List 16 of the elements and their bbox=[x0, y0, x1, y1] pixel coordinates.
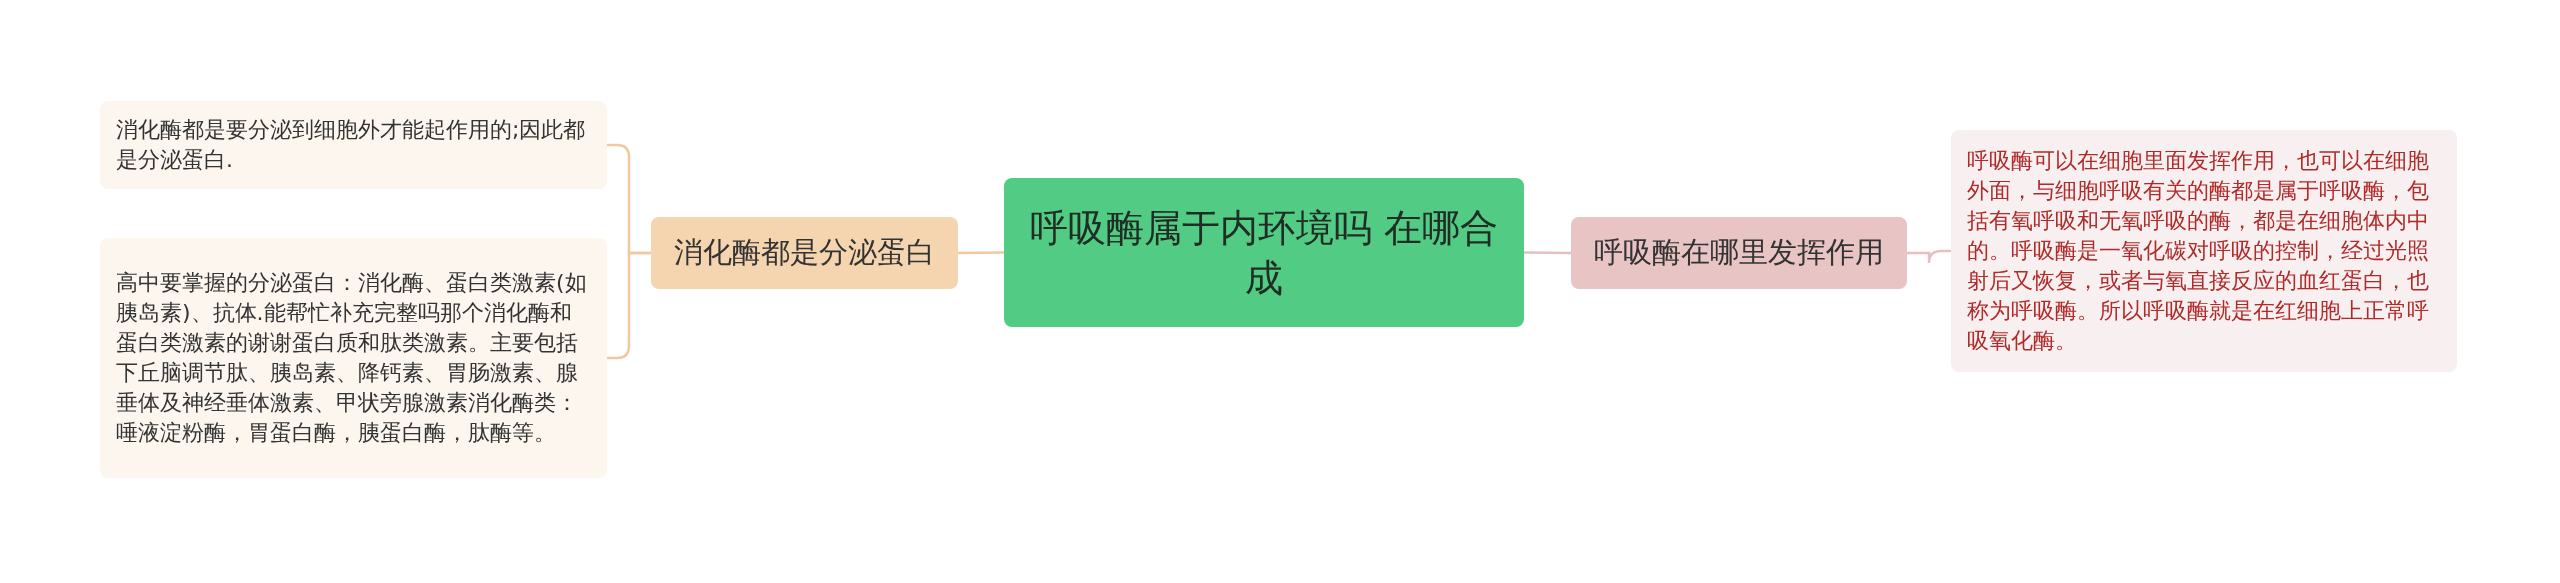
branch-box bbox=[1571, 217, 1907, 289]
connector-line bbox=[1907, 249, 1951, 265]
node-text: 呼吸酶在哪里发挥作用 bbox=[1593, 234, 1885, 272]
note-box bbox=[1951, 130, 2457, 372]
connector-line bbox=[607, 251, 651, 360]
node-text: 呼吸酶属于内环境吗 在哪合成 bbox=[1028, 204, 1500, 302]
node-text: 消化酶都是分泌蛋白 bbox=[673, 234, 936, 272]
node-text: 消化酶都是要分泌到细胞外才能起作用的;因此都是分泌蛋白. bbox=[116, 116, 587, 174]
topic-box bbox=[1004, 178, 1524, 327]
node-text: 呼吸酶可以在细胞里面发挥作用，也可以在细胞外面，与细胞呼吸有关的酶都是属于呼吸酶，包括有氧呼吸和无氧呼吸的酶，都是在细胞体内中的。呼吸酶是一氧化碳对呼吸的控制，经过光照射后又恢复，或者与氧直接反应的血红蛋白，也称为呼吸酶。所以呼吸酶就是在红细胞上正常呼吸氧化酶。 bbox=[1967, 147, 2430, 355]
note-box bbox=[100, 238, 607, 478]
node-text: 高中要掌握的分泌蛋白：消化酶、蛋白类激素(如胰岛素)、抗体.能帮忙补充完整吗那个消化酶和蛋白类激素的谢谢蛋白质和肽类激素。主要包括下丘脑调节肽、胰岛素、降钙素、胃肠激素、腺垂体及神经垂体激素、甲状旁腺激素消化酶类：唾液淀粉酶，胃蛋白酶，胰蛋白酶，肽酶等。 bbox=[116, 269, 588, 447]
note-box bbox=[100, 101, 607, 189]
connector-line bbox=[958, 251, 1004, 255]
connector-line bbox=[1524, 251, 1571, 255]
branch-box bbox=[651, 217, 958, 289]
